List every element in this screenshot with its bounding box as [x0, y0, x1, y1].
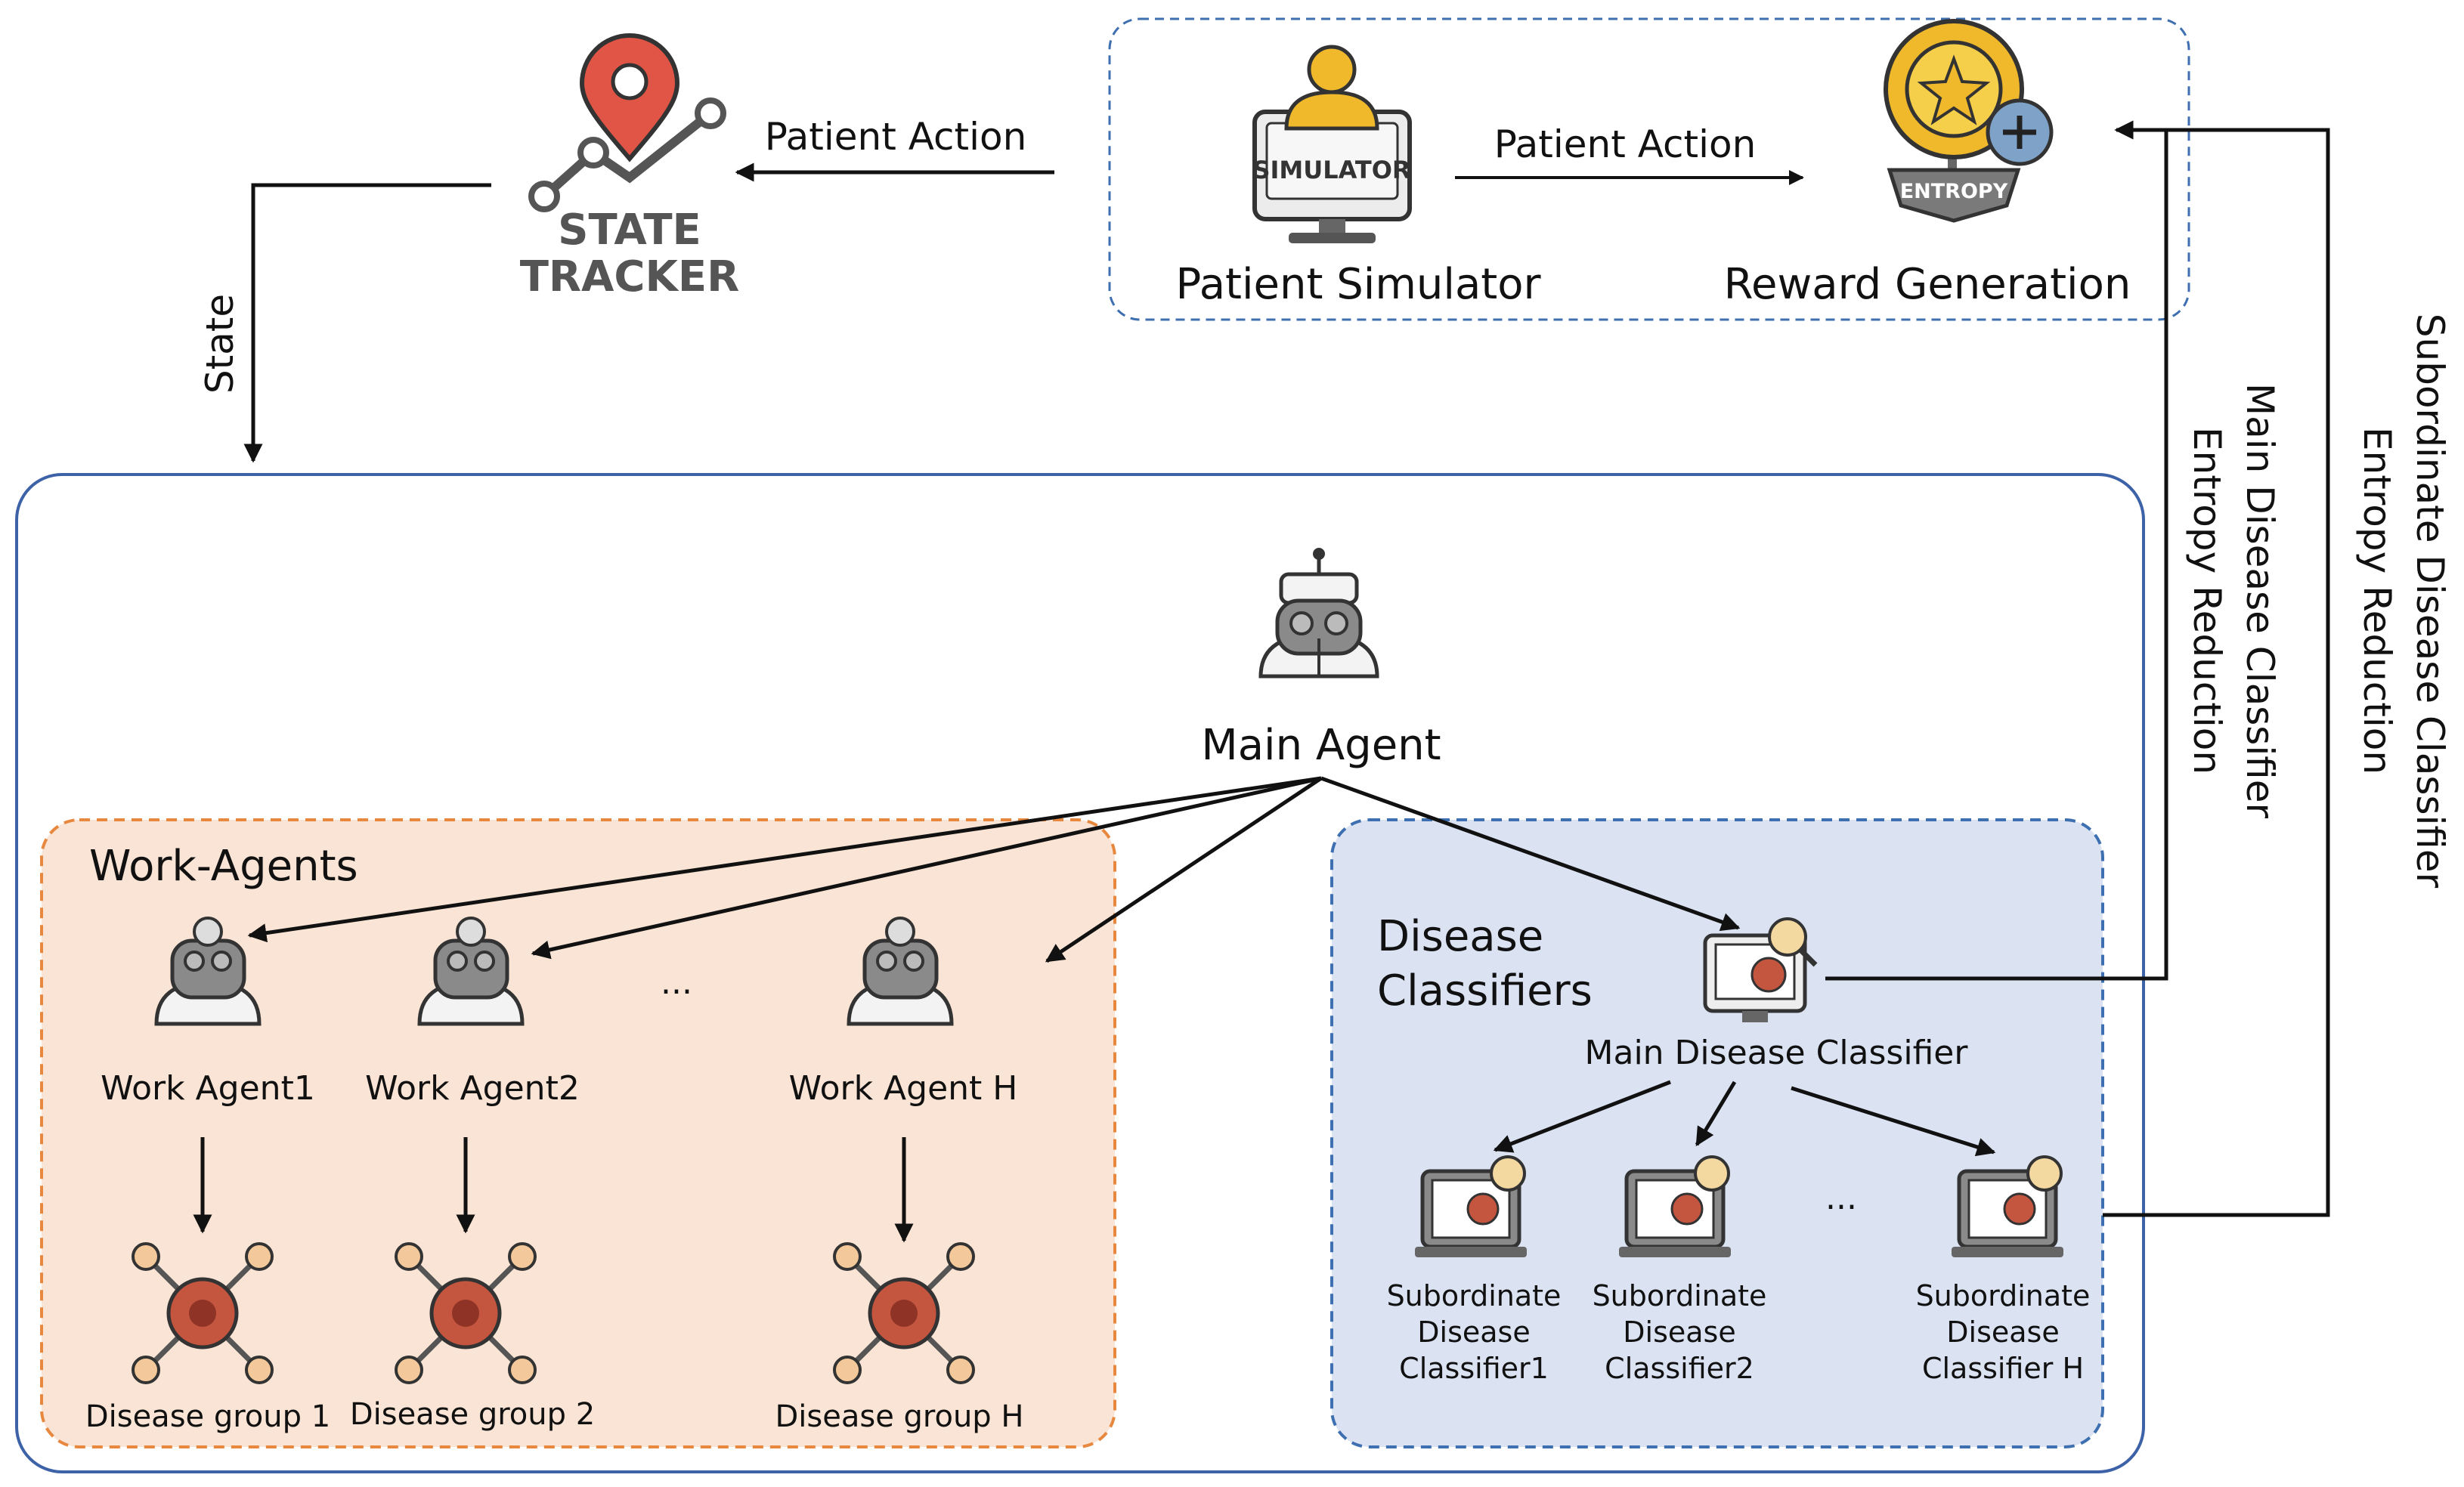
- state-tracker-text-2: TRACKER: [520, 252, 740, 301]
- classifiers-title-2: Classifiers: [1377, 966, 1593, 1016]
- sub-h-line-1: Subordinate: [1916, 1279, 2091, 1312]
- doctor-icon: [417, 917, 525, 1026]
- subordinate-entropy-line-2: Entropy Reduction: [2355, 427, 2399, 774]
- main-agent-icon: [1258, 548, 1379, 679]
- disease-group-icon: [132, 1242, 274, 1384]
- sub-1-line-2: Disease: [1417, 1315, 1530, 1349]
- main-classifier-icon: [1703, 917, 1818, 1022]
- laptop-icon: [1952, 1155, 2063, 1257]
- sub-2-line-3: Classifier2: [1605, 1352, 1754, 1385]
- work-agents-title: Work-Agents: [89, 842, 358, 891]
- state-label: State: [198, 294, 242, 394]
- magnifier-icon: [1768, 917, 1807, 957]
- doctor-icon: [154, 917, 262, 1026]
- disease-group-icon: [833, 1242, 975, 1384]
- disease-group-h-label: Disease group H: [775, 1399, 1023, 1434]
- main-entropy-side-label: Main Disease Classifier Entropy Reductio…: [2185, 383, 2282, 818]
- main-entropy-line-1: Main Disease Classifier: [2238, 383, 2282, 818]
- subordinate-entropy-side-label: Subordinate Disease Classifier Entropy R…: [2355, 314, 2452, 889]
- work-agent-h: Work Agent H Disease group H: [775, 917, 1024, 1434]
- star-icon: [1917, 54, 1991, 125]
- classifier-to-sub-1-arrow: [1493, 1080, 1671, 1153]
- agent-system-box: [15, 473, 2145, 1473]
- sub-h-line-3: Classifier H: [1922, 1352, 2084, 1385]
- disease-group-1-label: Disease group 1: [85, 1399, 330, 1434]
- patient-action-inner-label: Patient Action: [1494, 122, 1757, 166]
- work-agent-h-label: Work Agent H: [789, 1069, 1018, 1108]
- work-agent-2-label: Work Agent2: [365, 1069, 580, 1108]
- main-entropy-line-2: Entropy Reduction: [2185, 427, 2229, 774]
- state-arrow: [243, 183, 491, 463]
- entropy-badge-text: ENTROPY: [1900, 180, 2008, 203]
- sub-1-line-3: Classifier1: [1399, 1352, 1549, 1385]
- classifier-to-sub-h-arrow: [1791, 1086, 1996, 1157]
- main-classifier-label: Main Disease Classifier: [1585, 1034, 1969, 1072]
- sub-2-line-2: Disease: [1623, 1315, 1735, 1349]
- work-agents-panel: [40, 818, 1116, 1448]
- work-agent-2: Work Agent2 Disease group 2: [350, 917, 595, 1432]
- sub-h-line-2: Disease: [1946, 1315, 2059, 1349]
- doctor-icon: [847, 917, 954, 1026]
- state-tracker-icon: STATE TRACKER: [520, 33, 740, 301]
- subordinate-classifier-1: Subordinate Disease Classifier1: [1387, 1155, 1562, 1385]
- main-to-work-agent-h-arrow: [1045, 776, 1323, 963]
- subordinate-classifier-h: Subordinate Disease Classifier H: [1916, 1155, 2091, 1385]
- laptop-icon: [1415, 1155, 1527, 1257]
- main-agent-label: Main Agent: [1201, 721, 1441, 770]
- patient-simulator-label: Patient Simulator: [1175, 260, 1541, 309]
- subordinate-entropy-arrow: [2103, 120, 2330, 1217]
- subordinate-classifier-2: Subordinate Disease Classifier2: [1593, 1155, 1767, 1385]
- state-tracker-text-1: STATE: [558, 206, 701, 255]
- simulator-icon: SIMULATOR: [1252, 45, 1412, 243]
- disease-group-2-label: Disease group 2: [350, 1397, 595, 1432]
- classifiers-ellipsis: ...: [1825, 1179, 1857, 1217]
- main-to-work-agent-1-arrow: [247, 776, 1322, 943]
- laptop-icon: [1619, 1155, 1731, 1257]
- work-agent-1: Work Agent1 Disease group 1: [85, 917, 330, 1434]
- simulator-screen-text: SIMULATOR: [1252, 156, 1410, 184]
- subordinate-entropy-line-1: Subordinate Disease Classifier: [2408, 314, 2452, 889]
- main-to-work-agent-2-arrow: [531, 776, 1322, 960]
- classifiers-title-1: Disease: [1377, 912, 1543, 961]
- work-agents-ellipsis: ...: [661, 963, 692, 1002]
- entropy-medal-icon: ENTROPY: [1884, 19, 2054, 223]
- main-to-classifier-arrow: [1320, 776, 1741, 932]
- patient-action-label: Patient Action: [765, 115, 1027, 159]
- environment-box: [1108, 17, 2190, 321]
- work-agent-1-label: Work Agent1: [101, 1069, 315, 1108]
- reward-generation-label: Reward Generation: [1724, 260, 2131, 309]
- sub-2-line-1: Subordinate: [1593, 1279, 1767, 1312]
- sub-1-line-1: Subordinate: [1387, 1279, 1562, 1312]
- disease-group-icon: [395, 1242, 537, 1384]
- classifier-to-sub-2-arrow: [1695, 1080, 1737, 1147]
